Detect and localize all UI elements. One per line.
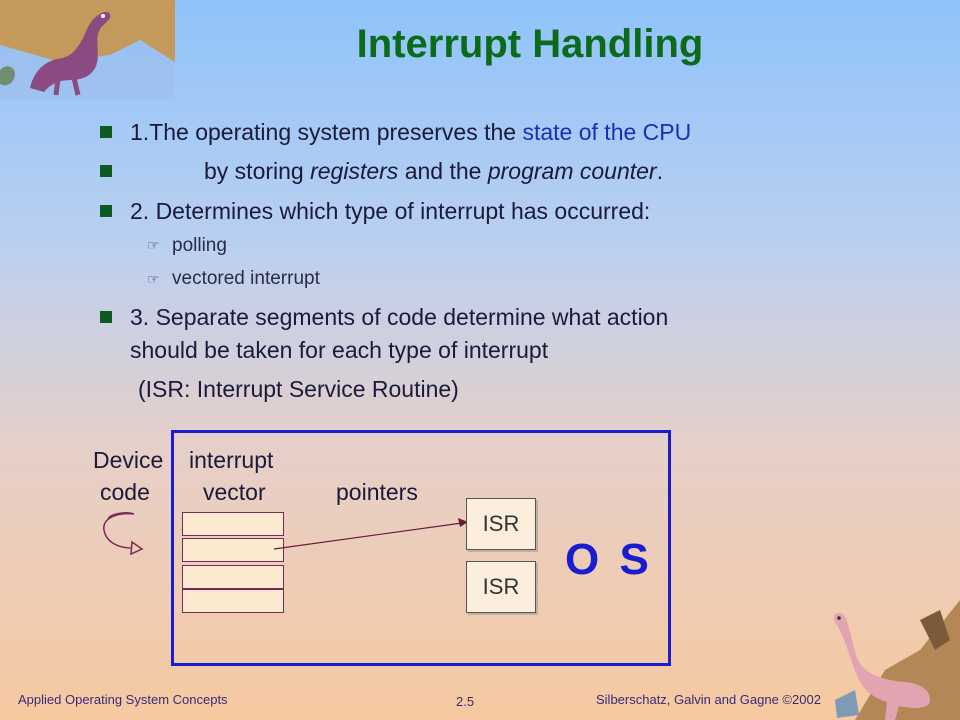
os-boundary-box	[171, 430, 671, 666]
footer-page-number: 2.5	[456, 694, 475, 709]
footer-left: Applied Operating System Concepts	[18, 692, 228, 707]
bullet-marker	[100, 165, 112, 177]
label-vector: vector	[203, 479, 266, 505]
isr-card: ISR	[466, 498, 536, 550]
bullet-3-line-3: (ISR: Interrupt Service Routine)	[138, 376, 459, 402]
vector-table-cell	[182, 512, 284, 536]
bullet-3-line-1: 3. Separate segments of code determine w…	[130, 304, 669, 330]
pointing-hand-icon: ☞	[147, 271, 160, 287]
vector-table-cell	[182, 565, 284, 589]
footer-right: Silberschatz, Galvin and Gagne ©2002	[596, 692, 821, 707]
label-device: Device	[93, 447, 164, 473]
dinosaur-top-left-illustration	[0, 0, 175, 100]
curved-arrow-icon	[103, 512, 144, 556]
bullet-3-line-2: should be taken for each type of interru…	[130, 337, 549, 363]
label-pointers: pointers	[336, 479, 418, 505]
dinosaur-bottom-right-illustration	[834, 600, 960, 720]
cpu-state-highlight: state of the CPU	[522, 119, 692, 145]
vector-table-cell	[182, 589, 284, 613]
isr-card: ISR	[466, 561, 536, 613]
label-code: code	[100, 479, 150, 505]
bullet-2: 2. Determines which type of interrupt ha…	[130, 198, 651, 224]
pointer-arrow	[273, 518, 468, 550]
bullet-1-line-2: by storing registers and the program cou…	[204, 158, 663, 184]
pointing-hand-icon: ☞	[147, 237, 160, 253]
bullet-1-line-1: 1.The operating system preserves the sta…	[130, 119, 692, 145]
bullet-2-sub-polling: polling	[172, 235, 227, 256]
label-interrupt: interrupt	[189, 447, 274, 473]
slide-title: Interrupt Handling	[356, 22, 704, 66]
os-label: O S	[565, 535, 653, 584]
vector-table-cell	[182, 538, 284, 562]
bullet-2-sub-vectored: vectored interrupt	[172, 268, 320, 289]
bullet-marker	[100, 311, 112, 323]
bullet-marker	[100, 205, 112, 217]
bullet-marker	[100, 126, 112, 138]
